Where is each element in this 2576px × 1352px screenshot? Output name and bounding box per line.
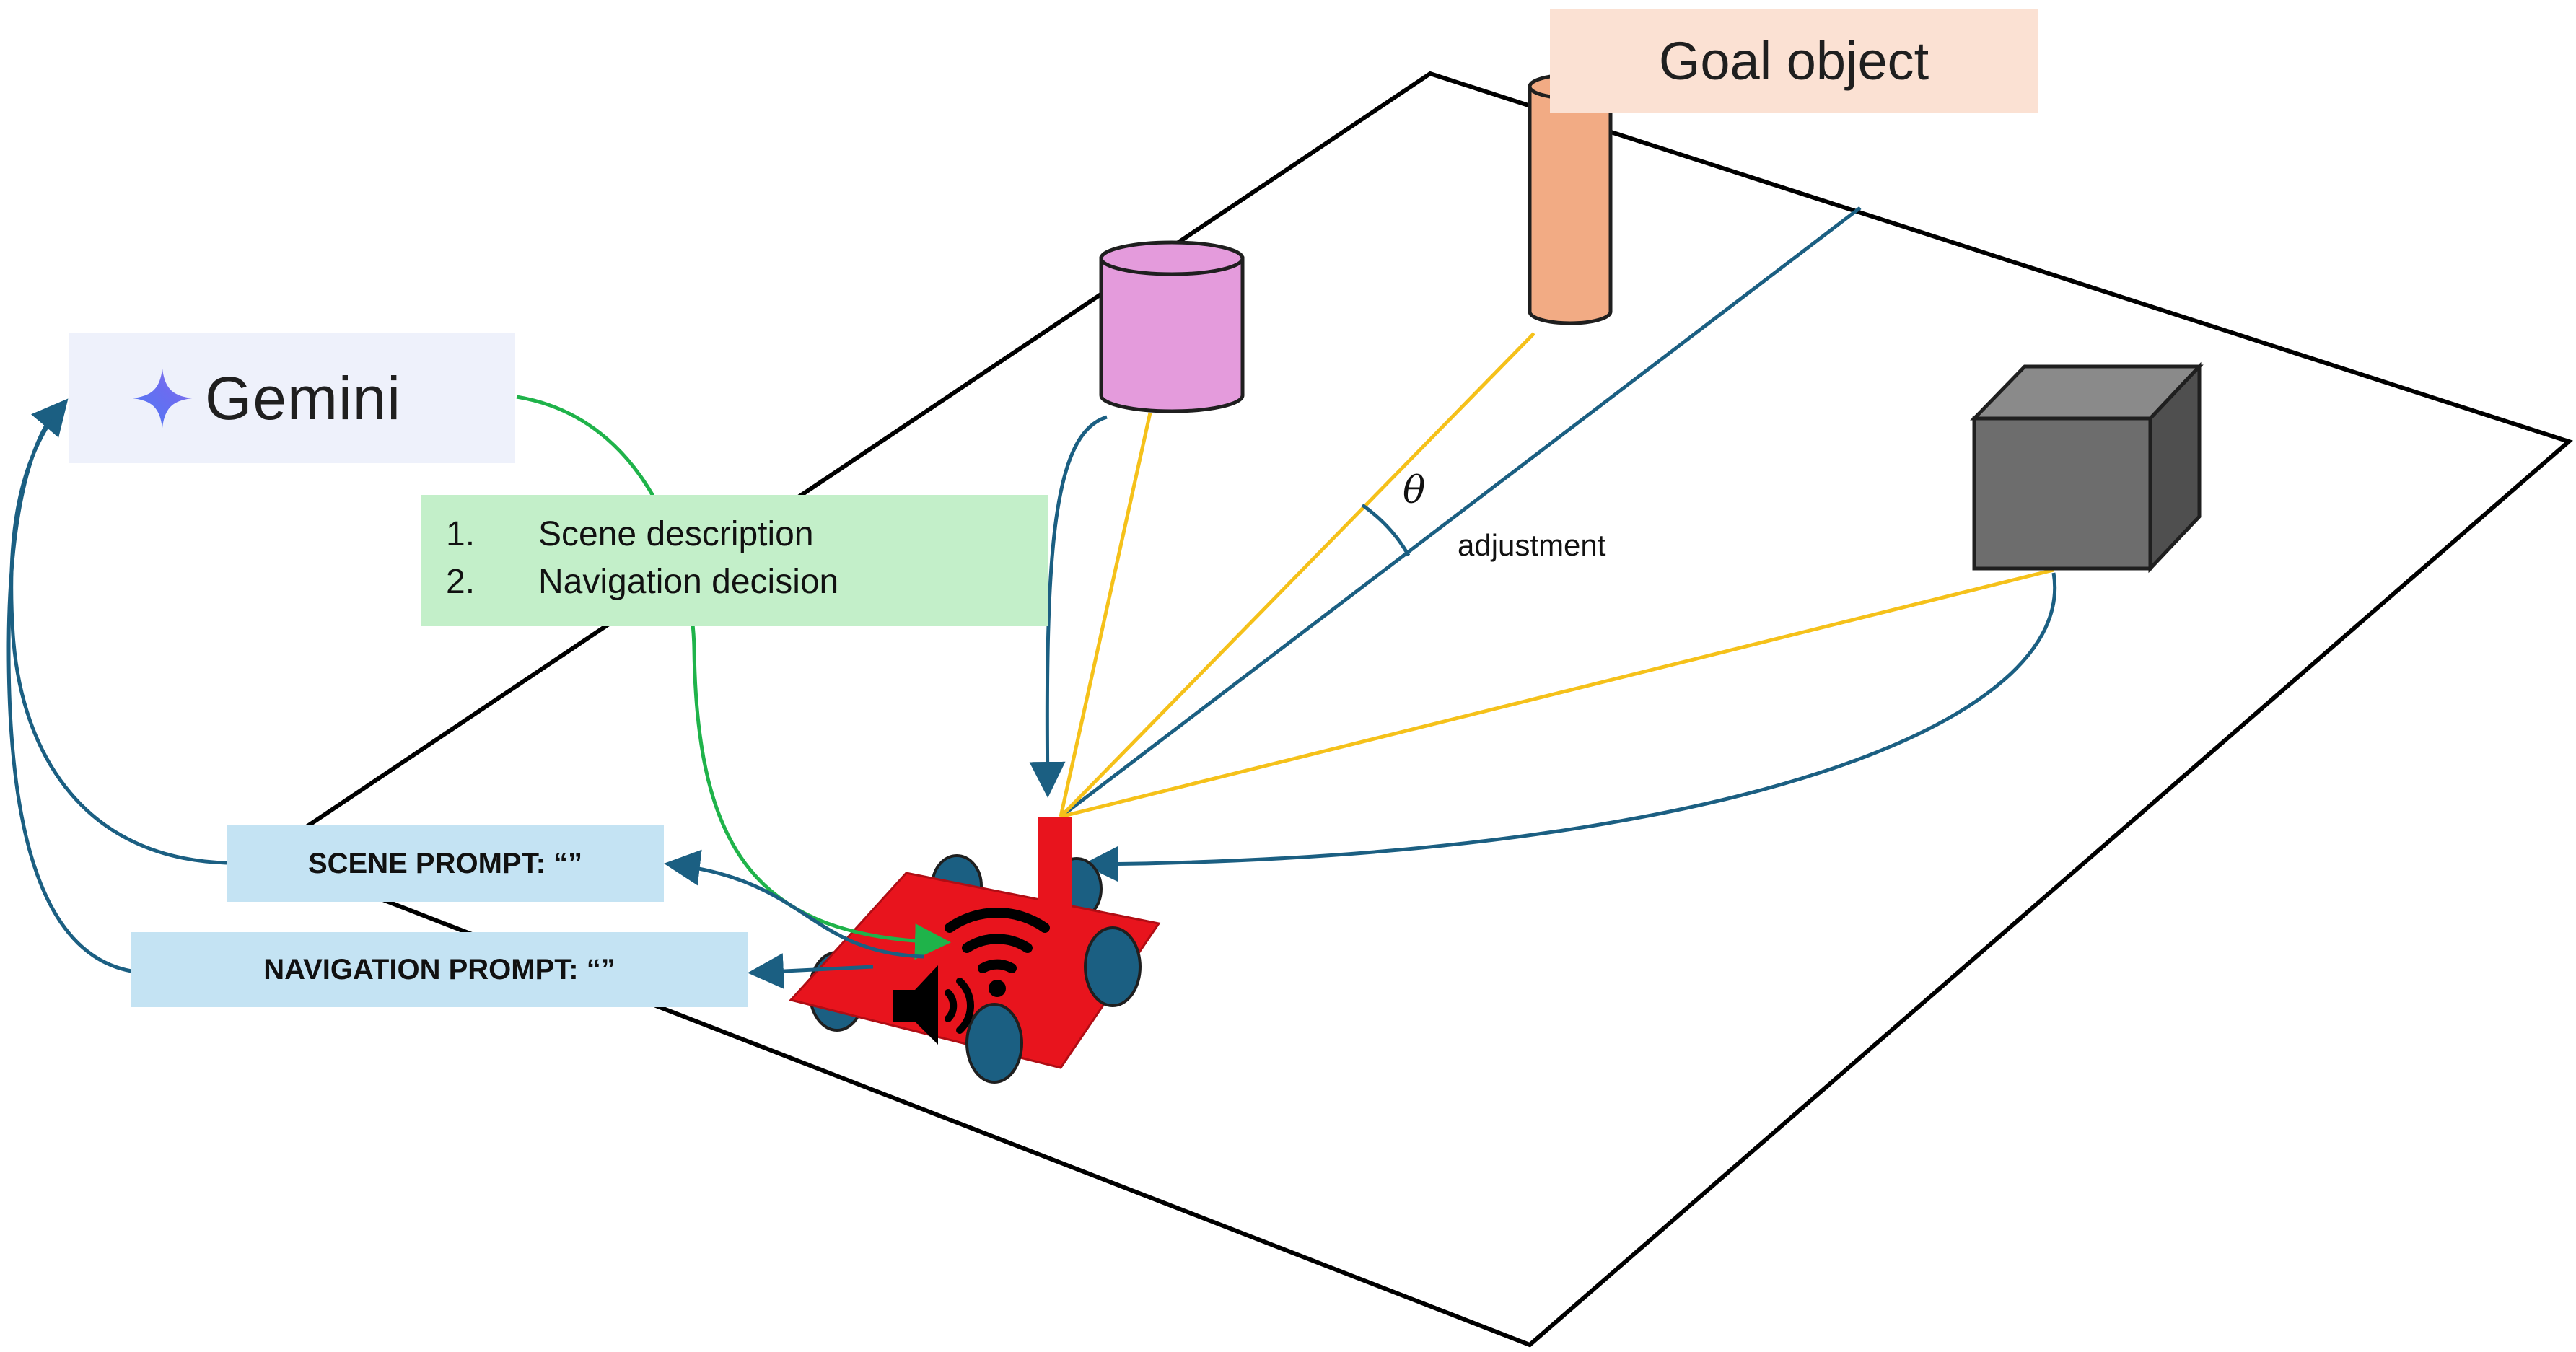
ray-to-cube xyxy=(1060,568,2054,819)
scene-prompt-to-gemini-arrow xyxy=(9,398,227,865)
output-item-text: Navigation decision xyxy=(538,563,839,601)
camera-mast xyxy=(1038,817,1072,912)
output-item-text: Scene description xyxy=(538,515,814,553)
output-item-number: 1. xyxy=(446,515,476,553)
gray-cube xyxy=(1970,361,2204,574)
scene-prompt-label: SCENE PROMPT: “” xyxy=(307,847,583,879)
sparkle-star-icon xyxy=(132,368,193,429)
cube-to-camera-arrow xyxy=(1082,572,2057,882)
scene-prompt-box: SCENE PROMPT: “” xyxy=(227,825,664,902)
robot-to-nav-prompt-arrow xyxy=(748,953,874,990)
speaker-icon xyxy=(893,965,975,1045)
nav-prompt-to-gemini-arrow xyxy=(6,417,132,973)
ray-to-pink-cylinder xyxy=(1059,412,1152,817)
theta-symbol: θ xyxy=(1403,469,1426,512)
gemini-model-box: Gemini xyxy=(69,333,515,463)
output-item: 2. Navigation decision xyxy=(446,558,1048,606)
gemini-outputs-box: 1. Scene description 2. Navigation decis… xyxy=(421,495,1048,626)
output-item: 1. Scene description xyxy=(446,511,1048,558)
floor-plane xyxy=(260,71,2573,1348)
theta-arc xyxy=(1361,503,1411,557)
wheel-mid-right xyxy=(1084,926,1142,1007)
wifi-icon xyxy=(945,907,1050,997)
goal-object-label: Goal object xyxy=(1658,30,1929,91)
ray-to-goal-object xyxy=(1059,332,1535,818)
pink-to-camera-arrow xyxy=(1029,415,1108,798)
gemini-label: Gemini xyxy=(205,364,402,432)
navigation-prompt-label: NAVIGATION PROMPT: “” xyxy=(263,953,615,986)
output-item-number: 2. xyxy=(446,563,476,601)
heading-line xyxy=(1059,206,1862,818)
pink-cylinder xyxy=(1099,240,1245,413)
goal-object-box: Goal object xyxy=(1550,9,2038,113)
robot-car xyxy=(789,817,1161,1084)
adjustment-label: adjustment xyxy=(1458,528,1606,562)
wheel-front-right xyxy=(965,1003,1023,1084)
robot-to-scene-prompt-arrow xyxy=(664,849,924,959)
navigation-prompt-box: NAVIGATION PROMPT: “” xyxy=(131,932,748,1007)
